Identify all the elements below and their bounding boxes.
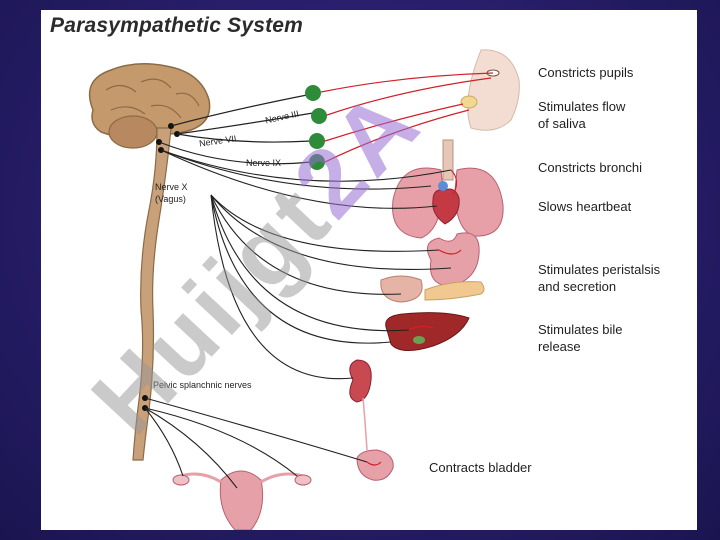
heart-icon <box>432 188 460 225</box>
nerve-vii-line-a <box>176 112 314 135</box>
nerve-ix-line <box>158 141 312 165</box>
parasympathetic-diagram <box>88 49 520 530</box>
effect-pupils-text: Constricts pupils <box>538 65 634 80</box>
pelvic-to-ovary <box>144 407 184 477</box>
effect-heart-text: Slows heartbeat <box>538 199 632 214</box>
effect-heart: Slows heartbeat <box>538 198 697 215</box>
effect-bladder: Contracts bladder <box>429 459 599 476</box>
trachea <box>442 139 454 181</box>
face-outline <box>467 49 520 131</box>
vagus-to-kidney <box>210 194 354 380</box>
postganglionic-lacrimal <box>326 77 492 116</box>
postganglionic-pupil <box>320 72 494 93</box>
postganglionic-saliva-a <box>324 103 464 142</box>
cerebellum-icon <box>108 115 158 149</box>
pelvic-to-ovary-b <box>144 407 298 477</box>
pelvic-splanchnic-label: Pelvic splanchnic nerves <box>153 380 252 390</box>
page-title: Parasympathetic System <box>50 14 304 37</box>
vagus-label: (Vagus) <box>155 194 186 204</box>
intestine-icon <box>380 275 423 303</box>
effect-saliva: Stimulates flow of saliva <box>538 98 697 132</box>
effect-bile-line2: release <box>538 339 581 354</box>
ovary-icon <box>294 474 312 486</box>
vagus-to-stomach <box>210 194 440 252</box>
effect-saliva-line2: of saliva <box>538 116 586 131</box>
vagus-to-heart <box>160 149 438 209</box>
liver-icon <box>385 312 470 351</box>
brain-gyri <box>105 78 200 119</box>
pelvic-to-uterus <box>144 407 238 489</box>
nerve-ix-label: Nerve IX <box>246 158 282 168</box>
ovary-icon <box>172 474 190 486</box>
diagram-frame: Parasympathetic System Nerve III Nerve V… <box>41 10 697 530</box>
kidney-icon <box>349 359 372 403</box>
salivary-gland-icon <box>460 95 478 109</box>
nerve-iii-line <box>170 94 308 127</box>
right-lung-icon <box>454 167 504 237</box>
effect-bile-line1: Stimulates bile <box>538 322 623 337</box>
nerve-x-label: Nerve X <box>155 182 188 192</box>
stomach-icon <box>426 232 480 287</box>
effect-peristalsis-line1: Stimulates peristalsis <box>538 262 661 277</box>
postganglionic-bladder <box>366 461 382 466</box>
gallbladder-icon <box>413 336 425 344</box>
spinal-cord <box>132 127 172 461</box>
otic-ganglion-icon <box>309 154 325 170</box>
heart-vessels <box>438 181 448 191</box>
pancreas-icon <box>424 281 485 301</box>
postganglionic-liver <box>408 325 434 331</box>
vagus-to-lungs <box>160 149 432 190</box>
postganglionic-stomach <box>438 249 462 255</box>
pelvic-to-bladder <box>144 397 368 463</box>
nerve-vii-line-b <box>176 133 312 143</box>
submandibular-ganglion-icon <box>309 133 325 149</box>
effect-bladder-text: Contracts bladder <box>429 460 532 475</box>
effect-peristalsis: Stimulates peristalsis and secretion <box>538 261 697 295</box>
effect-bile: Stimulates bile release <box>538 321 697 355</box>
vagus-to-stomach-b <box>210 194 452 271</box>
effect-bronchi: Constricts bronchi <box>538 159 697 176</box>
vagus-to-liver <box>210 194 410 332</box>
ciliary-ganglion-icon <box>305 85 321 101</box>
effect-saliva-line1: Stimulates flow <box>538 99 626 114</box>
uterus-icon <box>219 470 264 530</box>
effect-pupils: Constricts pupils <box>538 64 697 81</box>
vagus-to-intestine <box>210 194 402 295</box>
vagus-to-bronchi <box>160 149 452 182</box>
postganglionic-saliva-b <box>324 109 470 163</box>
postganglionic-bronchi <box>450 169 458 196</box>
pterygopalatine-ganglion-icon <box>311 108 327 124</box>
effect-bronchi-text: Constricts bronchi <box>538 160 643 175</box>
effect-peristalsis-line2: and secretion <box>538 279 617 294</box>
ureter <box>362 397 368 451</box>
vagus-to-liver-b <box>210 194 392 344</box>
